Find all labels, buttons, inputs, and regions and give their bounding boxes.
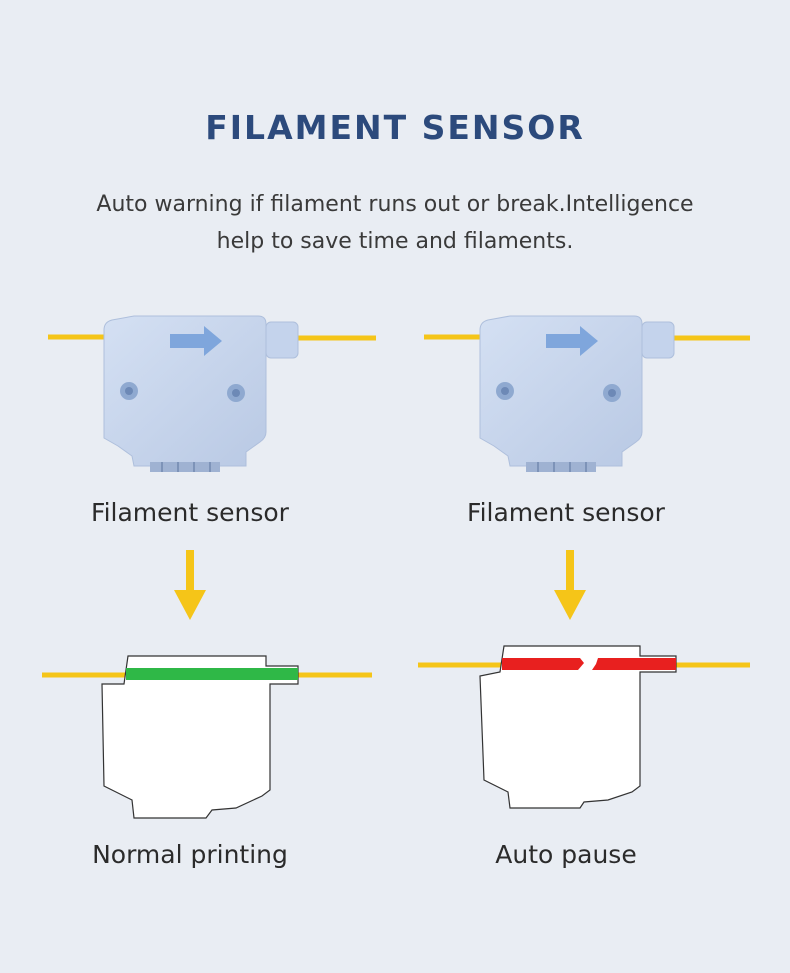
- diagram-broken: [418, 645, 750, 809]
- sensor-label-left: Filament sensor: [91, 498, 289, 527]
- filament-path-normal: [126, 668, 298, 680]
- arrow-down-icon: [554, 550, 586, 620]
- arrow-right-icon: [546, 326, 598, 356]
- sensor-label-right: Filament sensor: [467, 498, 665, 527]
- page-subtitle: Auto warning if filament runs out or bre…: [96, 192, 694, 254]
- page-title: FILAMENT SENSOR: [205, 108, 585, 147]
- diagram-normal: [42, 655, 372, 819]
- sensor-left: [48, 315, 376, 472]
- sensor-right: [424, 315, 750, 472]
- filament-path-broken-left: [502, 658, 584, 670]
- sensor-body: [103, 315, 267, 467]
- sensor-outline: [101, 655, 299, 819]
- status-label-normal: Normal printing: [92, 840, 288, 869]
- filament-path-broken-right: [592, 658, 676, 670]
- sensor-nozzle: [265, 321, 299, 359]
- sensor-outline: [479, 645, 677, 809]
- status-label-pause: Auto pause: [495, 840, 637, 869]
- arrow-right-icon: [170, 326, 222, 356]
- sensor-nozzle: [641, 321, 675, 359]
- sensor-body: [479, 315, 643, 467]
- arrow-down-icon: [174, 550, 206, 620]
